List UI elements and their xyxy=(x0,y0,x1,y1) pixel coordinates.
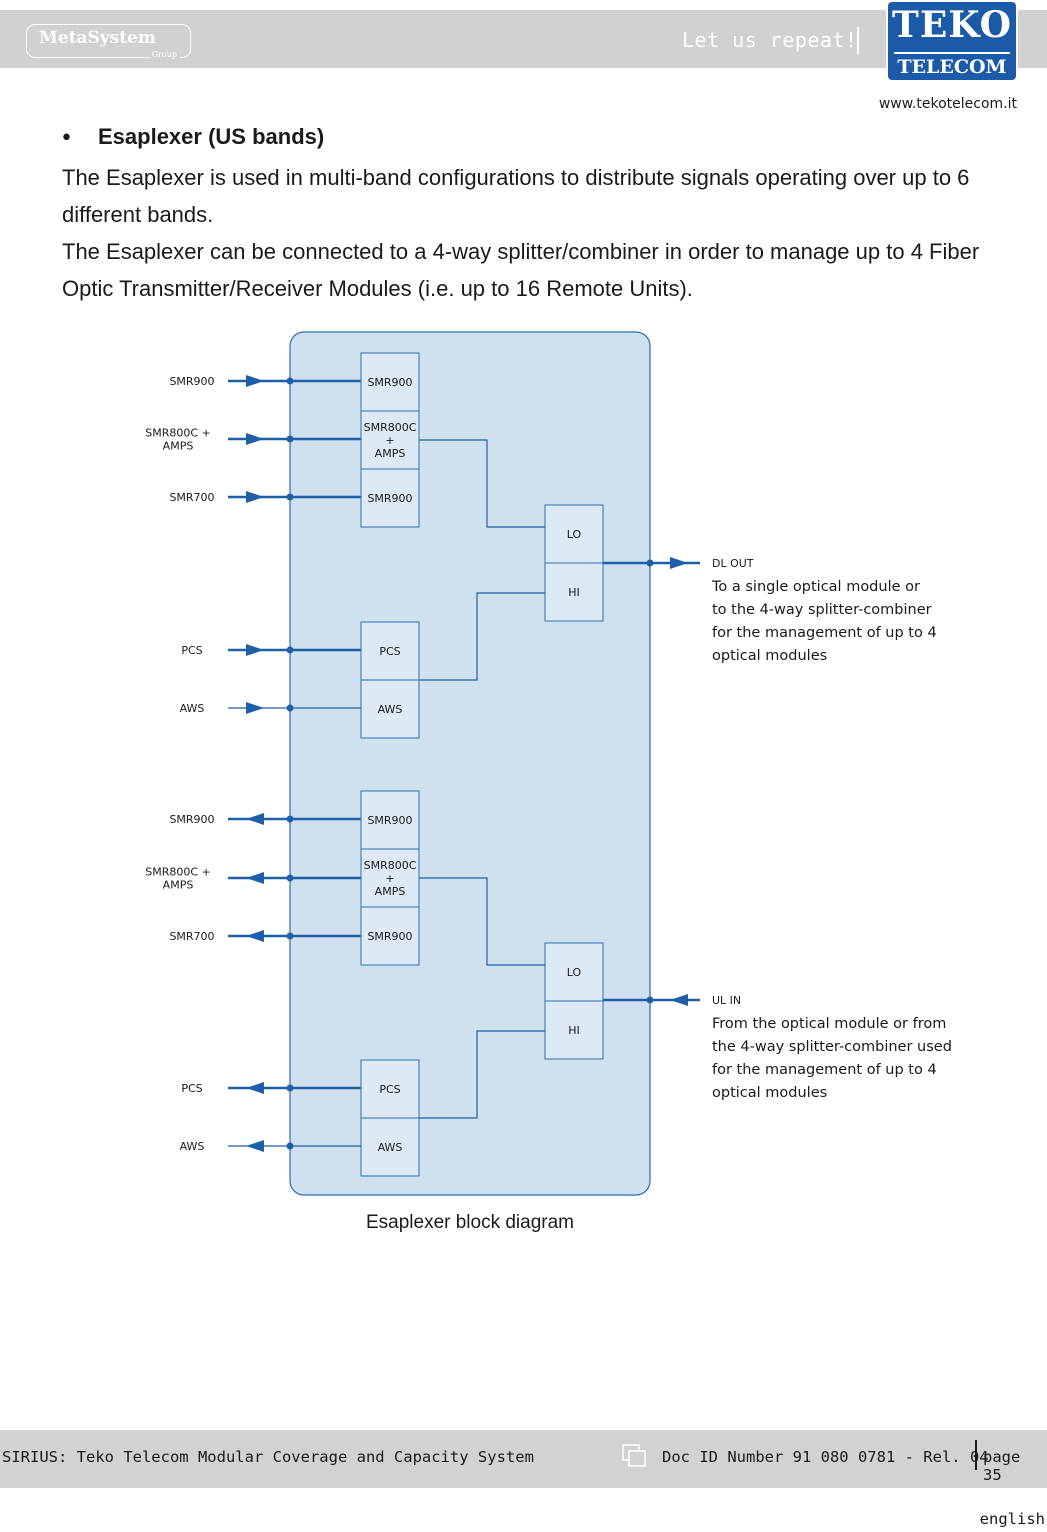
teko-telecom-logo: TEKO TELECOM xyxy=(886,0,1018,82)
ul-port-desc-3: optical modules xyxy=(712,1085,827,1101)
ul-band-arrow-4 xyxy=(246,1140,264,1152)
ul-filter-label-4: AWS xyxy=(378,1141,403,1154)
ul-mux-hi-box xyxy=(544,1000,604,1060)
dl-band-arrow-0 xyxy=(246,375,264,387)
dl-band-arrow-3 xyxy=(246,644,264,656)
dl-band-label-1: SMR800C +AMPS xyxy=(145,426,211,452)
header-divider xyxy=(857,27,859,54)
ul-port-desc-2: for the management of up to 4 xyxy=(712,1062,937,1078)
ul-filter-label-3: PCS xyxy=(379,1083,400,1096)
ul-band-arrow-0 xyxy=(246,813,264,825)
dl-filter-box-4 xyxy=(360,679,420,739)
dl-filter-box-1 xyxy=(360,410,420,470)
tagline: Let us repeat! xyxy=(682,28,858,52)
dl-wire-hi xyxy=(419,592,545,681)
dl-wire-lo xyxy=(419,439,545,528)
ul-port-desc-0: From the optical module or from xyxy=(712,1016,946,1032)
ul-band-label-4: AWS xyxy=(180,1140,205,1153)
ul-filter-box-4 xyxy=(360,1117,420,1177)
dl-port-label: DL OUT xyxy=(712,557,754,570)
ul-band-node-0 xyxy=(286,815,294,823)
dl-band-node-4 xyxy=(286,704,294,712)
teko-logo-bar xyxy=(894,52,1010,54)
ul-band-label-1: SMR800C +AMPS xyxy=(145,865,211,891)
ul-filter-label-2: SMR900 xyxy=(367,930,412,943)
paragraph-2: The Esaplexer can be connected to a 4-wa… xyxy=(62,239,980,301)
dl-filter-label-4: AWS xyxy=(378,703,403,716)
dl-filter-label-2: SMR900 xyxy=(367,492,412,505)
ul-mux-lo-label: LO xyxy=(567,966,582,979)
esaplexer-panel xyxy=(289,331,651,1196)
ul-port-label: UL IN xyxy=(712,994,741,1007)
ul-filter-box-3 xyxy=(360,1059,420,1119)
footer-band xyxy=(0,1430,1047,1488)
ul-band-node-2 xyxy=(286,932,294,940)
dl-filter-label-1: SMR800C+AMPS xyxy=(364,421,417,460)
dl-mux-lo-box xyxy=(544,504,604,564)
dl-port-desc-3: optical modules xyxy=(712,648,827,664)
teko-logo-bottom: TELECOM xyxy=(897,56,1007,78)
ul-port-desc-1: the 4-way splitter-combiner used xyxy=(712,1039,952,1055)
ul-port-node xyxy=(646,996,654,1004)
doc-id: Doc ID Number 91 080 0781 - Rel. 04 xyxy=(662,1448,989,1466)
ul-filter-label-0: SMR900 xyxy=(367,814,412,827)
dl-band-node-3 xyxy=(286,646,294,654)
bullet: • xyxy=(60,126,73,151)
ul-filter-label-1: SMR800C+AMPS xyxy=(364,859,417,898)
language-label: english xyxy=(979,1510,1045,1528)
metasystem-logo: MetaSystem Group xyxy=(26,24,191,59)
dl-mux-hi-box xyxy=(544,562,604,622)
dl-band-label-2: SMR700 xyxy=(169,491,214,504)
footer-title: SIRIUS: Teko Telecom Modular Coverage an… xyxy=(2,1448,534,1466)
ul-wire-lo xyxy=(419,877,545,966)
dl-band-node-0 xyxy=(286,377,294,385)
dl-band-arrow-4 xyxy=(246,702,264,714)
ul-band-node-3 xyxy=(286,1084,294,1092)
paragraph-1: The Esaplexer is used in multi-band conf… xyxy=(62,165,970,227)
ul-band-arrow-3 xyxy=(246,1082,264,1094)
dl-band-node-2 xyxy=(286,493,294,501)
teko-logo-top: TEKO xyxy=(892,4,1012,46)
ul-band-arrow-2 xyxy=(246,930,264,942)
website-link[interactable]: www.tekotelecom.it xyxy=(878,96,1017,112)
diagram-caption: Esaplexer block diagram xyxy=(365,1212,575,1233)
dl-band-arrow-2 xyxy=(246,491,264,503)
ul-filter-box-2 xyxy=(360,906,420,966)
ul-band-arrow-1 xyxy=(246,872,264,884)
metasystem-logo-group: Group xyxy=(148,50,180,59)
dl-filter-label-3: PCS xyxy=(379,645,400,658)
ul-mux-hi-label: HI xyxy=(568,1024,580,1037)
dl-port-desc-1: to the 4-way splitter-combiner xyxy=(712,602,932,618)
dl-band-node-1 xyxy=(286,435,294,443)
dl-port-node xyxy=(646,559,654,567)
ul-port-arrow xyxy=(670,994,688,1006)
dl-filter-label-0: SMR900 xyxy=(367,376,412,389)
dl-mux-lo-label: LO xyxy=(567,528,582,541)
ul-band-label-3: PCS xyxy=(181,1082,202,1095)
document-icon xyxy=(622,1444,646,1467)
ul-band-label-0: SMR900 xyxy=(169,813,214,826)
dl-band-label-4: AWS xyxy=(180,702,205,715)
dl-filter-box-0 xyxy=(360,352,420,412)
dl-mux-hi-label: HI xyxy=(568,586,580,599)
section-title: Esaplexer (US bands) xyxy=(98,124,325,149)
dl-band-label-3: PCS xyxy=(181,644,202,657)
dl-band-label-0: SMR900 xyxy=(169,375,214,388)
ul-band-node-4 xyxy=(286,1142,294,1150)
dl-filter-box-2 xyxy=(360,468,420,528)
dl-port-desc-0: To a single optical module or xyxy=(711,579,920,595)
dl-port-desc-2: for the management of up to 4 xyxy=(712,625,937,641)
ul-band-label-2: SMR700 xyxy=(169,930,214,943)
ul-wire-hi xyxy=(419,1030,545,1119)
metasystem-logo-name: MetaSystem xyxy=(39,28,156,48)
page-number: page 35 xyxy=(983,1448,1021,1484)
dl-port-arrow xyxy=(670,557,688,569)
dl-band-arrow-1 xyxy=(246,433,264,445)
dl-filter-box-3 xyxy=(360,621,420,681)
ul-band-node-1 xyxy=(286,874,294,882)
ul-filter-box-1 xyxy=(360,848,420,908)
footer-divider xyxy=(975,1440,977,1470)
